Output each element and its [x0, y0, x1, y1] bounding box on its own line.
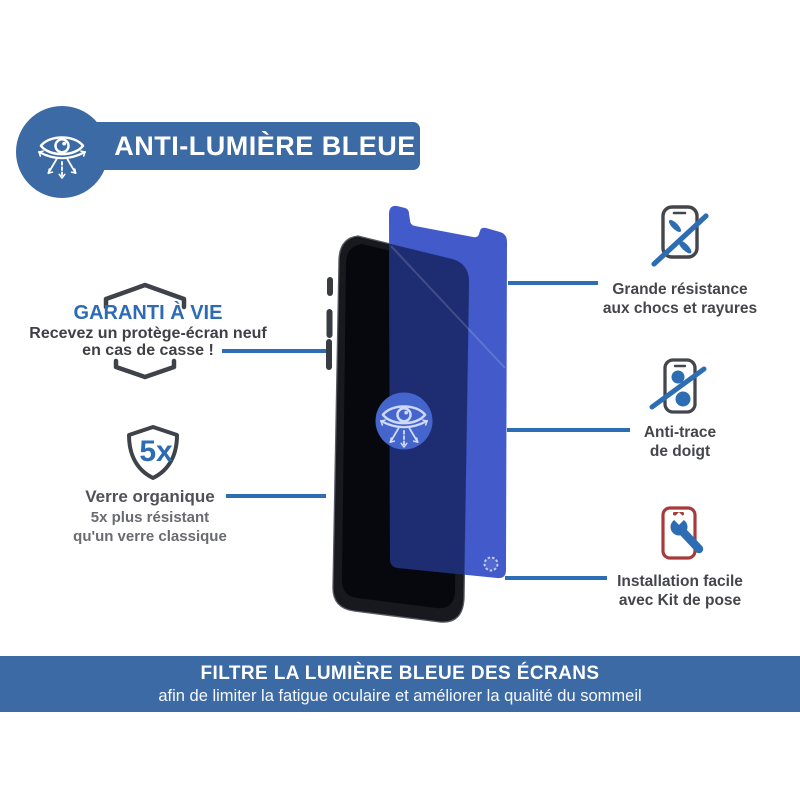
warranty-line1: Recevez un protège-écran neuf — [29, 325, 267, 342]
header-title: ANTI-LUMIÈRE BLEUE — [114, 130, 416, 161]
connector-antitrace — [507, 428, 630, 432]
shield-outline-icon — [103, 282, 187, 380]
phone-wrench-icon — [661, 506, 704, 560]
organic-title: Verre organique — [85, 487, 215, 506]
warranty-line2: en cas de casse ! — [82, 342, 214, 359]
shield-5x-icon — [127, 425, 179, 480]
install-line2: avec Kit de pose — [618, 592, 742, 609]
glass-camera-hole — [483, 556, 499, 572]
feature-resistance: Grande résistance aux chocs et rayures — [568, 202, 792, 318]
warranty-title: GARANTI À VIE — [73, 302, 223, 324]
header-icon-circle — [16, 106, 108, 198]
footer-title: FILTRE LA LUMIÈRE BLEUE DES ÉCRANS — [200, 662, 600, 684]
phone-illustration — [326, 205, 507, 623]
phone-scratch-slash-icon — [651, 205, 709, 267]
volume-down-button — [326, 339, 332, 370]
footer-subtitle: afin de limiter la fatigue oculaire et a… — [158, 686, 642, 705]
connector-warranty — [222, 349, 328, 353]
antitrace-line2: de doigt — [649, 443, 711, 460]
organic-line1: 5x plus résistant — [90, 509, 210, 526]
footer-banner: FILTRE LA LUMIÈRE BLEUE DES ÉCRANS afin … — [0, 656, 800, 712]
mute-switch — [327, 277, 333, 296]
eye-protection-icon — [37, 136, 87, 180]
volume-up-button — [326, 309, 333, 338]
organic-line2: qu'un verre classique — [73, 528, 227, 545]
resistance-line2: aux chocs et rayures — [602, 300, 758, 317]
resistance-line1: Grande résistance — [612, 281, 748, 298]
header-banner: ANTI-LUMIÈRE BLEUE — [58, 122, 420, 170]
5x-badge: 5x — [139, 435, 173, 468]
install-line1: Installation facile — [617, 573, 743, 590]
connector-install — [505, 576, 607, 580]
phone-fingerprint-slash-icon — [649, 358, 707, 414]
feature-antitrace: Anti-trace de doigt — [568, 356, 792, 461]
glass-sheen — [390, 245, 506, 369]
connector-organic — [226, 494, 326, 498]
feature-install: Installation facile avec Kit de pose — [568, 502, 792, 610]
connector-resistance — [508, 281, 598, 285]
antitrace-line1: Anti-trace — [643, 424, 717, 441]
glass-protector — [375, 205, 507, 579]
